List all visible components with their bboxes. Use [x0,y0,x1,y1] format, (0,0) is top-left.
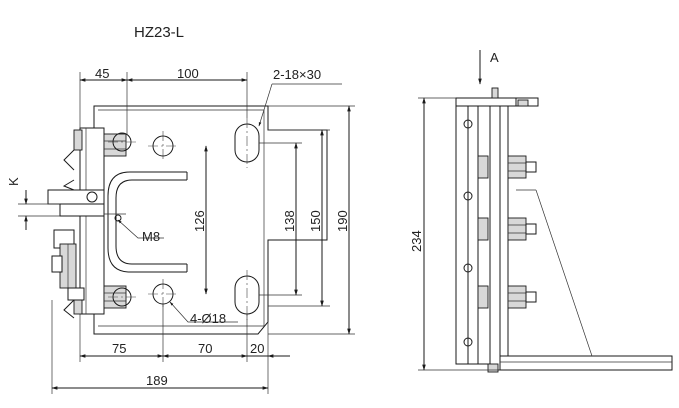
side-bolt-2 [477,217,537,241]
dim-20: 20 [250,341,264,356]
rail-fasteners [463,119,473,347]
lug-top [63,149,75,171]
dim-150: 150 [308,210,323,232]
side-rail-left [455,105,469,365]
rail-cap-top [73,129,83,151]
dim-holes: 4-Ø18 [190,311,226,326]
clamp-block-top [47,189,105,205]
dim-138: 138 [282,210,297,232]
hole-top [148,131,178,161]
side-rail-mid [467,105,479,365]
dim-45: 45 [95,66,109,81]
side-plate-back [499,105,509,371]
plate-inner-edge [98,109,265,327]
u-clamp [107,171,188,273]
dim-70: 70 [198,341,212,356]
slot-top [234,118,260,168]
view-label-a: A [490,50,499,65]
bolt-bottom [103,285,138,309]
foot-plate [499,355,673,371]
dim-190: 190 [335,210,350,232]
dim-100: 100 [177,66,199,81]
top-bracket [455,97,517,107]
lug-bottom [63,299,75,319]
dim-234: 234 [409,230,424,252]
side-bolt-3 [477,285,537,309]
dim-slot: 2-18×30 [273,67,321,82]
left-rail [79,127,105,315]
front-view: 45 100 2-18×30 126 138 150 190 K M8 4-Ø1 [6,66,355,394]
lug-mid [62,179,75,191]
clamp-block-mid [59,203,105,217]
bolt-top [103,132,138,157]
dim-189: 189 [146,373,168,388]
slot-bottom [234,270,260,320]
lower-mechanism [51,229,85,301]
side-plate [489,105,501,371]
dim-75: 75 [112,341,126,356]
dim-126: 126 [192,210,207,232]
drawing-title: HZ23-L [134,24,184,41]
side-view: A [409,50,673,373]
dim-m8: M8 [142,229,160,244]
dim-k: K [6,177,21,186]
pivot-pin [86,191,98,203]
side-bolt-1 [477,155,537,179]
